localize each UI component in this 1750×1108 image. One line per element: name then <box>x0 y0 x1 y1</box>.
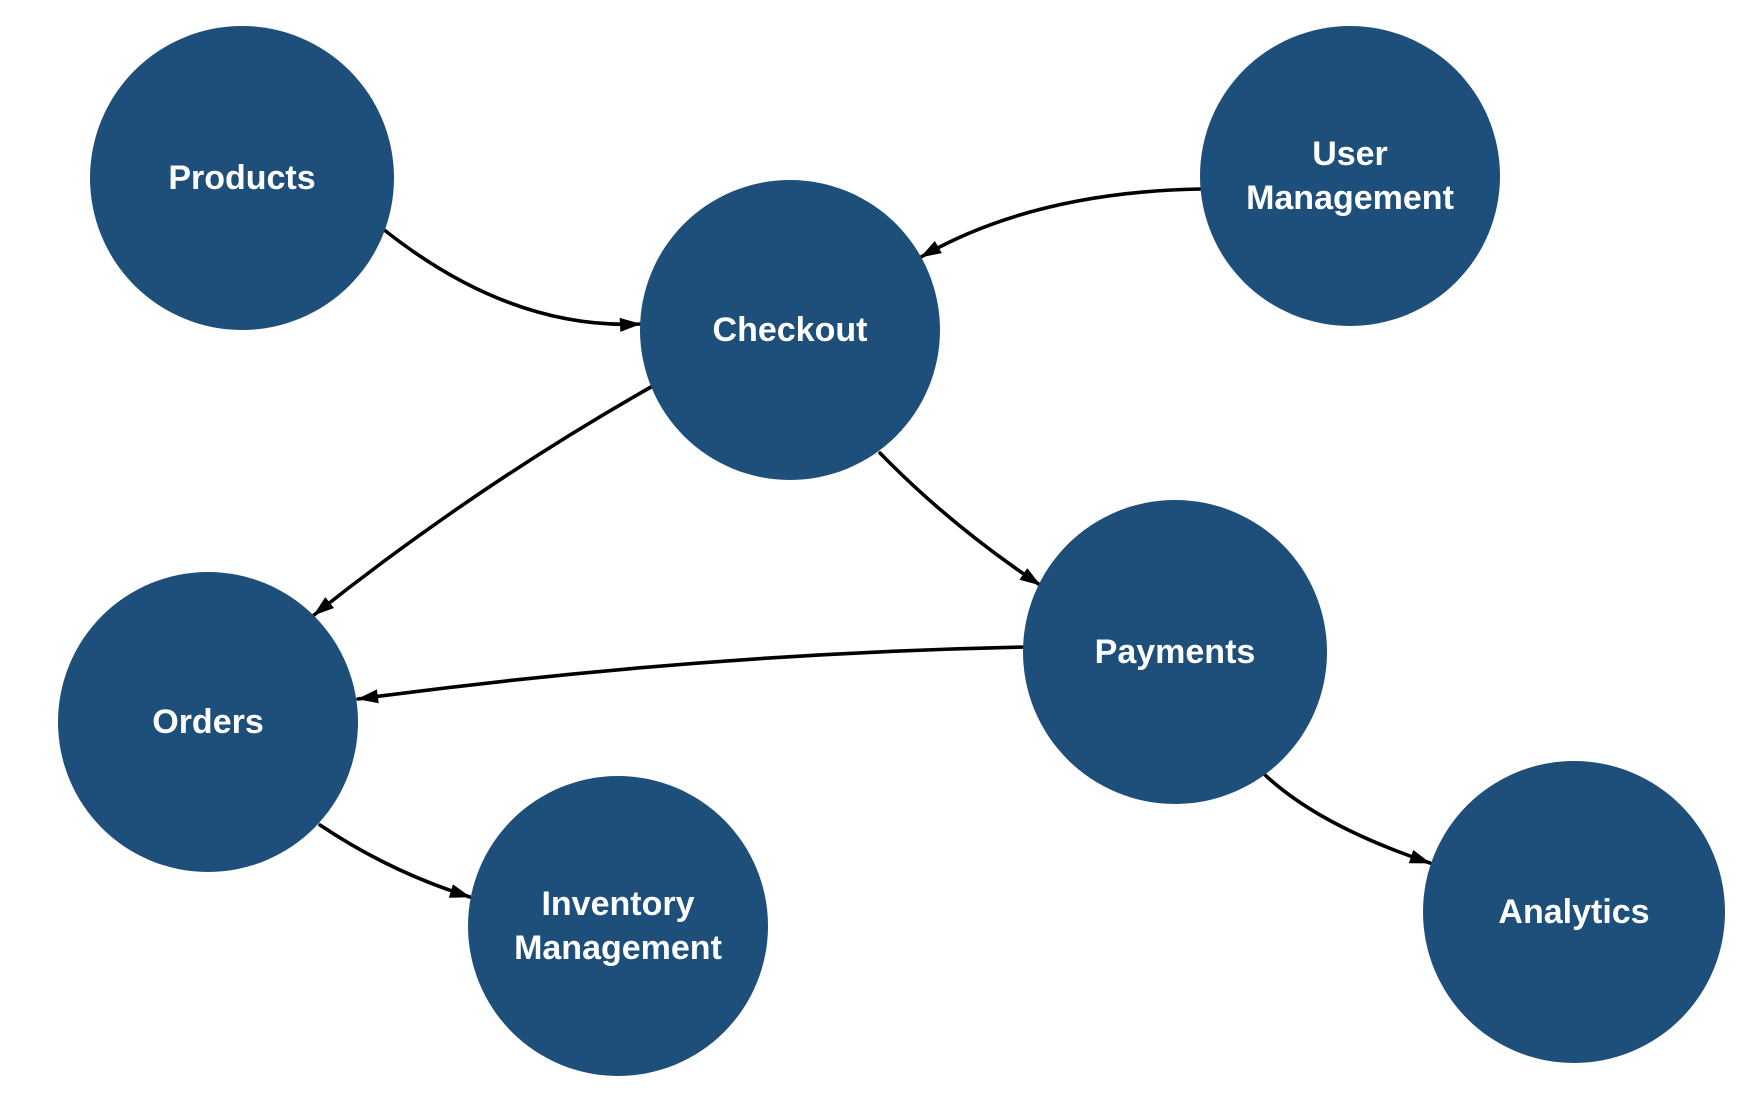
edge-payments-to-analytics <box>1261 771 1432 865</box>
orders-circle <box>58 572 358 872</box>
products-circle <box>90 26 394 330</box>
node-analytics: Analytics <box>1423 761 1725 1063</box>
edge-checkout-to-payments <box>878 451 1042 587</box>
edge-payments-to-orders <box>356 645 1027 704</box>
node-products: Products <box>90 26 394 330</box>
node-checkout: Checkout <box>640 180 940 480</box>
analytics-label: Analytics <box>1498 893 1649 931</box>
edge-user-management-to-checkout <box>919 187 1203 259</box>
edge-products-to-checkout <box>381 227 642 332</box>
orders-label: Orders <box>152 703 264 741</box>
edge-checkout-to-orders <box>312 385 653 617</box>
node-payments: Payments <box>1023 500 1327 804</box>
user-management-circle <box>1200 26 1500 326</box>
payments-label: Payments <box>1095 633 1256 671</box>
payments-circle <box>1023 500 1327 804</box>
checkout-circle <box>640 180 940 480</box>
inventory-management-circle <box>468 776 768 1076</box>
checkout-label: Checkout <box>713 311 868 349</box>
edge-orders-to-inventory-management <box>318 823 472 899</box>
node-orders: Orders <box>58 572 358 872</box>
analytics-circle <box>1423 761 1725 1063</box>
products-label: Products <box>168 159 315 197</box>
edges-layer <box>312 187 1432 899</box>
